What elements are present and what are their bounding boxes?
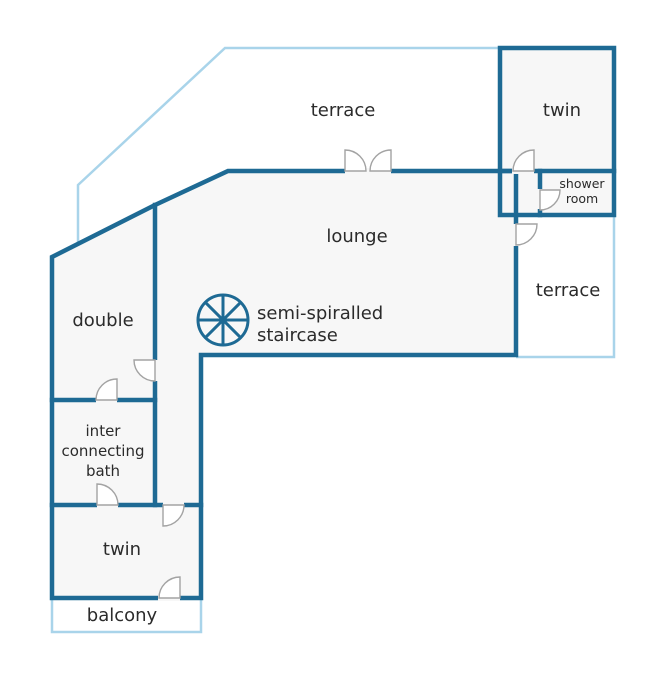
twin-top-door [512, 149, 535, 172]
balcony-outline [50, 598, 203, 634]
room-label-bath-line2: connecting [62, 442, 145, 460]
room-label-lounge: lounge [326, 226, 387, 247]
bath-top-door [95, 378, 118, 401]
room-label-terrace-right: terrace [536, 280, 601, 301]
twin-top-fill [500, 48, 614, 215]
main-outer-wall [49, 168, 519, 601]
terrace-double-door [344, 149, 392, 172]
room-label-twin-top: twin [543, 100, 581, 121]
room-label-staircase-line2: staircase [257, 325, 338, 346]
room-label-bath-line3: bath [86, 462, 120, 480]
right-terrace-outline [516, 215, 616, 359]
room-label-balcony: balcony [87, 605, 158, 626]
doors [95, 149, 561, 601]
room-label-shower-line2: room [566, 191, 598, 206]
top-terrace-outline [76, 46, 500, 245]
staircase-icon [196, 293, 250, 347]
double-door [133, 359, 156, 382]
twin-bottom-door [162, 504, 185, 527]
room-label-shower-line1: shower [559, 176, 605, 191]
bath-bottom-door [96, 483, 119, 506]
twin-top-wall [497, 45, 617, 218]
room-label-bath-line1: inter [86, 422, 122, 440]
room-labels: terrace twin shower room lounge terrace … [62, 100, 606, 626]
right-terrace-door [515, 223, 538, 246]
balcony-door [158, 576, 181, 599]
room-label-terrace-top: terrace [311, 100, 376, 121]
main-floor-fill [52, 171, 516, 598]
shower-door [539, 189, 561, 211]
room-label-staircase-line1: semi-spiralled [257, 303, 383, 324]
room-label-double: double [72, 310, 133, 331]
room-label-twin-bottom: twin [103, 539, 141, 560]
